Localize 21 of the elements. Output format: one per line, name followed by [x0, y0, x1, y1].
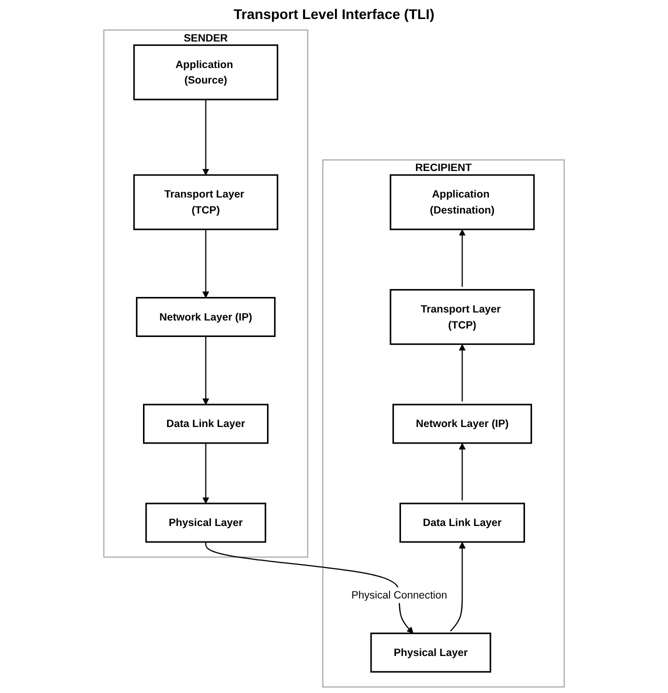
- arrow: [458, 229, 466, 287]
- node-box: Data Link Layer: [399, 502, 525, 543]
- arrow: [202, 443, 210, 504]
- arrow: [202, 336, 210, 405]
- arrow: [202, 100, 210, 176]
- node-box: Application (Source): [133, 44, 278, 100]
- arrow: [450, 542, 466, 632]
- node-box: Physical Layer: [370, 632, 492, 673]
- node-box: Data Link Layer: [143, 404, 269, 444]
- arrow: [458, 443, 466, 500]
- node-box: Transport Layer (TCP): [133, 174, 278, 230]
- node-box: Network Layer (IP): [392, 404, 532, 444]
- node-box: Application (Destination): [390, 174, 535, 230]
- node-box: Transport Layer (TCP): [390, 289, 535, 345]
- arrow: [205, 542, 414, 634]
- node-box: Physical Layer: [145, 502, 266, 543]
- arrow: [458, 344, 466, 402]
- interface-note: Transport Level Interface (TLI): [234, 6, 434, 22]
- edge-label: Physical Connection: [351, 588, 448, 601]
- arrow: [202, 229, 210, 298]
- node-box: Network Layer (IP): [136, 296, 276, 337]
